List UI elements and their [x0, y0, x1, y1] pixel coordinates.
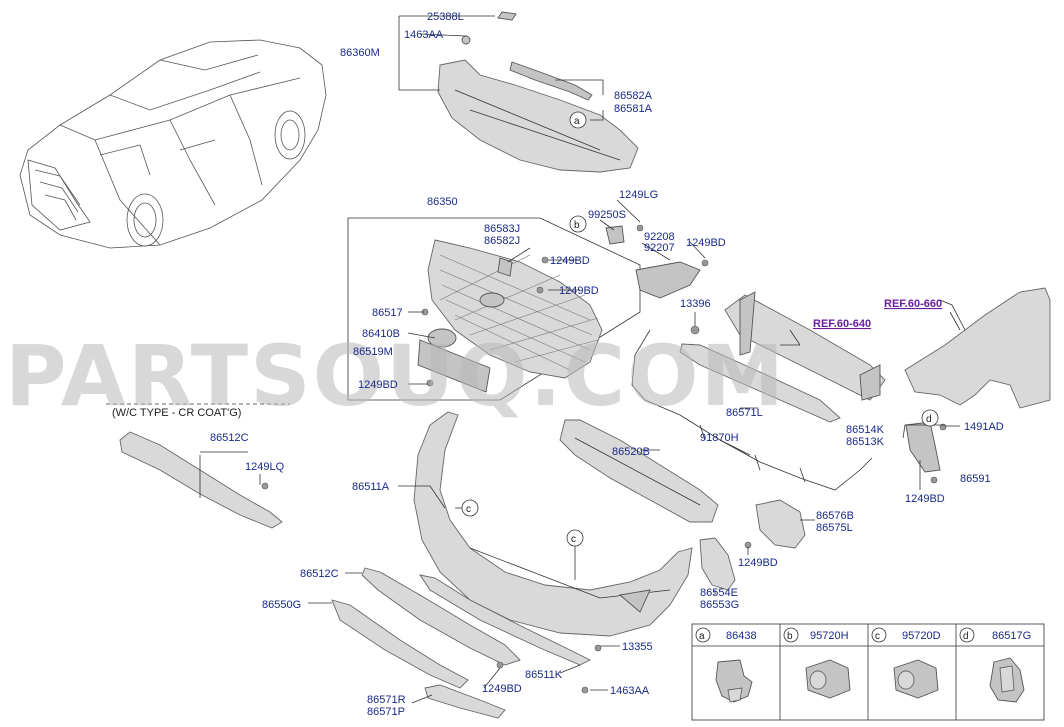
legend-table: a b c d 86438 95720H 95720D 86517G — [691, 623, 1045, 721]
label-92208[interactable]: 92208 — [644, 231, 675, 243]
bracket-86591 — [905, 421, 941, 473]
callout-b: b — [574, 220, 580, 231]
car-illustration — [19, 39, 327, 249]
lower-grille — [361, 567, 521, 666]
label-1249LG[interactable]: 1249LG — [619, 189, 658, 201]
front-bumper-cover — [413, 411, 693, 637]
legend-key-d: d — [963, 631, 969, 642]
legend-part-c[interactable]: 95720D — [902, 630, 941, 642]
label-86582A[interactable]: 86582A — [614, 90, 653, 102]
label-86554E[interactable]: 86554E — [700, 587, 738, 599]
label-86583J[interactable]: 86583J — [484, 223, 520, 235]
legend-part-d[interactable]: 86517G — [992, 630, 1031, 642]
label-86591[interactable]: 86591 — [960, 473, 991, 485]
label-1463AA-bot[interactable]: 1463AA — [610, 685, 650, 697]
label-13355[interactable]: 13355 — [622, 641, 653, 653]
label-92207[interactable]: 92207 — [644, 242, 675, 254]
label-86550G[interactable]: 86550G — [262, 599, 301, 611]
legend-part-b[interactable]: 95720H — [810, 630, 849, 642]
ref-60-640[interactable]: REF.60-640 — [813, 318, 871, 330]
label-86571L[interactable]: 86571L — [726, 407, 763, 419]
label-86350[interactable]: 86350 — [427, 196, 458, 208]
label-86512C-b[interactable]: 86512C — [300, 568, 339, 580]
legend-key-a: a — [699, 631, 705, 642]
label-1249BD-e[interactable]: 1249BD — [905, 493, 945, 505]
label-86517[interactable]: 86517 — [372, 307, 403, 319]
skid-plate — [424, 684, 506, 719]
label-86514K[interactable]: 86514K — [846, 424, 885, 436]
label-1463AA-top[interactable]: 1463AA — [404, 29, 444, 41]
bumper-beam — [679, 291, 886, 423]
legend-part-a[interactable]: 86438 — [726, 630, 757, 642]
label-86511A[interactable]: 86511A — [352, 481, 390, 493]
fender — [904, 287, 1051, 409]
lower-molding — [419, 574, 592, 666]
callout-a: a — [574, 116, 580, 127]
label-86520B[interactable]: 86520B — [612, 446, 650, 458]
energy-absorber — [559, 419, 719, 523]
label-86553G[interactable]: 86553G — [700, 599, 739, 611]
sensor-holder-95720D-icon — [893, 659, 939, 699]
label-86410B[interactable]: 86410B — [362, 328, 400, 340]
clip-86438-icon — [715, 659, 753, 703]
side-bracket — [699, 537, 736, 591]
callout-c1: c — [466, 504, 471, 515]
lower-grille-wc — [119, 431, 283, 529]
label-25388L[interactable]: 25388L — [427, 11, 464, 23]
legend-key-b: b — [787, 631, 793, 642]
wc-type-note: (W/C TYPE - CR COAT'G) — [112, 407, 241, 419]
label-1249BD-d[interactable]: 1249BD — [358, 379, 398, 391]
label-1249BD-b[interactable]: 1249BD — [550, 255, 590, 267]
watermark: PARTSOUQ.COM — [5, 327, 786, 425]
label-13396[interactable]: 13396 — [680, 298, 711, 310]
sensor-holder-95720H-icon — [805, 659, 851, 699]
label-1249BD-c[interactable]: 1249BD — [559, 285, 599, 297]
callout-circles — [461, 111, 939, 547]
top-cover-panel — [437, 11, 639, 173]
label-86360M[interactable]: 86360M — [340, 47, 380, 59]
callout-c2: c — [571, 534, 576, 545]
label-86511K[interactable]: 86511K — [525, 669, 563, 681]
clip-86517G-icon — [989, 657, 1025, 703]
label-86571R[interactable]: 86571R — [367, 694, 406, 706]
label-86576B[interactable]: 86576B — [816, 510, 854, 522]
label-1491AD[interactable]: 1491AD — [964, 421, 1004, 433]
fog-lamp-bracket — [755, 499, 806, 549]
label-1249BD-f[interactable]: 1249BD — [738, 557, 778, 569]
callout-d: d — [926, 414, 932, 425]
ref-60-660[interactable]: REF.60-660 — [884, 298, 942, 310]
label-86571P[interactable]: 86571P — [367, 706, 405, 718]
label-99250S[interactable]: 99250S — [588, 209, 626, 221]
part-labels: 25388L 1463AA 86360M 86582A 86581A 86350… — [210, 11, 1004, 718]
label-86512C-a[interactable]: 86512C — [210, 432, 249, 444]
label-1249BD-g[interactable]: 1249BD — [482, 683, 522, 695]
lower-lip — [331, 599, 469, 689]
radiator-grille — [417, 225, 701, 393]
label-86582J[interactable]: 86582J — [484, 235, 520, 247]
label-86581A[interactable]: 86581A — [614, 103, 653, 115]
label-86513K[interactable]: 86513K — [846, 436, 885, 448]
label-86575L[interactable]: 86575L — [816, 522, 853, 534]
legend-key-c: c — [875, 631, 880, 642]
label-1249BD-a[interactable]: 1249BD — [686, 237, 726, 249]
label-91870H[interactable]: 91870H — [700, 432, 739, 444]
label-86519M[interactable]: 86519M — [353, 346, 393, 358]
label-1249LQ[interactable]: 1249LQ — [245, 461, 285, 473]
